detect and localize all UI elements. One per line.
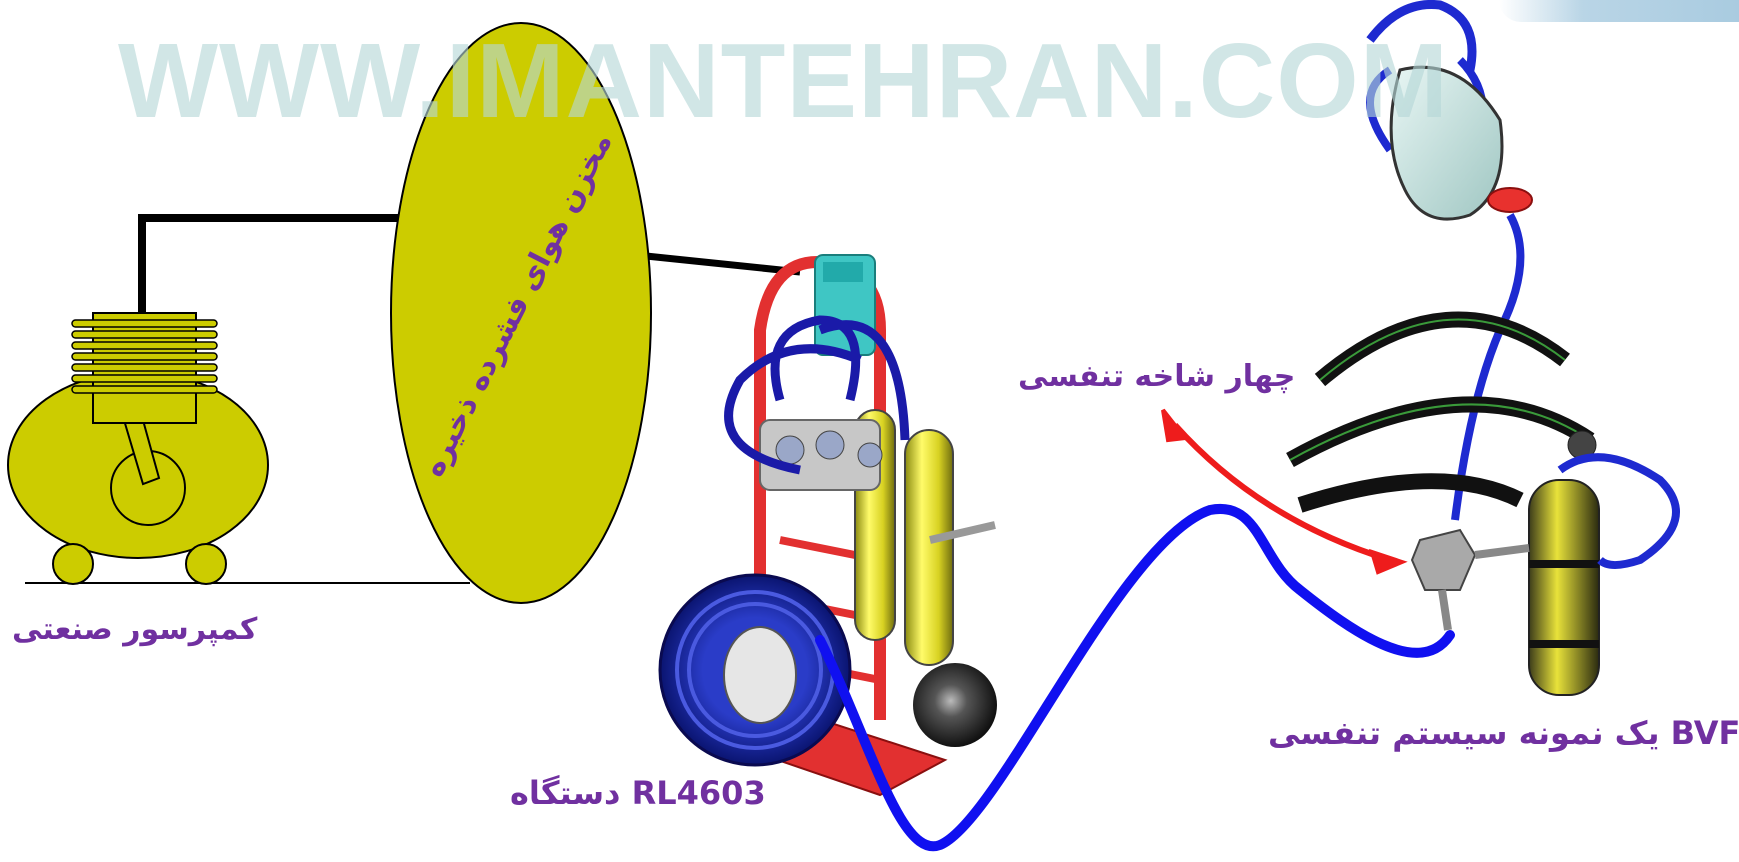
four-way-connector [1410, 528, 1477, 591]
mask-valve [1487, 187, 1533, 213]
label-device-rl4603: دستگاه RL4603 [510, 774, 766, 812]
breathing-apparatus [1286, 0, 1680, 696]
arrow-curve [1172, 422, 1391, 563]
corner-decoration [1499, 0, 1739, 22]
arrow-head-top [1161, 408, 1189, 443]
mask-hose [1451, 213, 1525, 521]
hose-reel-cart [658, 254, 997, 797]
compressor-foot-left [52, 543, 94, 585]
storage-tank-ellipse [390, 22, 652, 604]
face-mask [1389, 65, 1504, 221]
harness-belts [1286, 311, 1595, 513]
label-bvf-system: یک نمونه سیستم تنفسی BVF [1268, 714, 1739, 752]
cooling-fins [71, 319, 218, 394]
compressor-foot-right [185, 543, 227, 585]
arrow-head-bottom [1368, 548, 1408, 575]
cart-wheel [913, 663, 997, 747]
regulator-top [823, 262, 863, 282]
label-compressor: کمپرسور صنعتی [12, 612, 258, 647]
air-supply-hose [815, 503, 1455, 852]
reel-hub [723, 626, 797, 724]
cart-hoses [724, 315, 910, 475]
pipe-tank-cart [645, 252, 801, 276]
cart-cylinder-2 [904, 429, 954, 666]
pipe-compressor-tank [138, 214, 398, 313]
head-straps [1366, 0, 1477, 71]
apparatus-cylinder [1528, 479, 1600, 696]
label-four-way-connector: چهار شاخه تنفسی [1018, 359, 1296, 394]
compressor-drawing [7, 312, 470, 585]
